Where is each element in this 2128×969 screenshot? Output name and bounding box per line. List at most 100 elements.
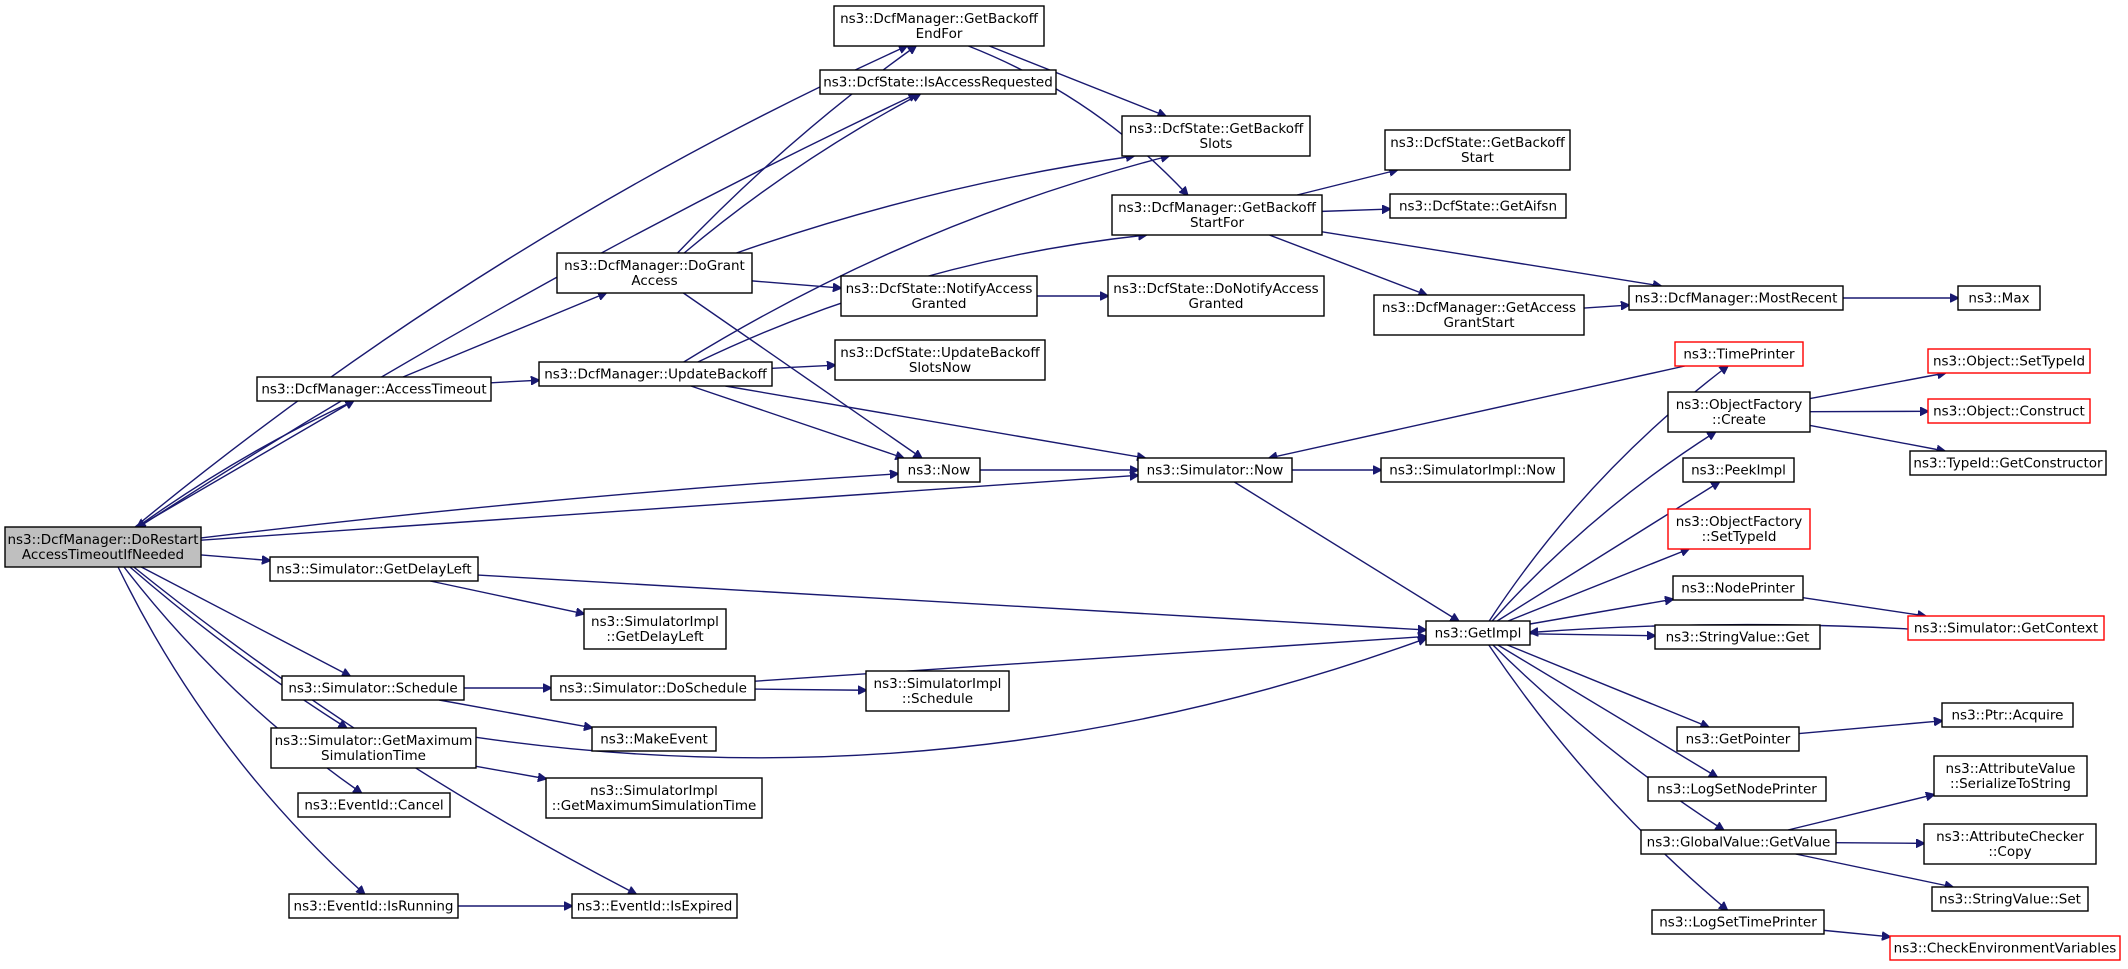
node-root[interactable]: ns3::DcfManager::DoRestartAccessTimeoutI… xyxy=(4,526,202,568)
edge-node-printer-to-simulator-get-context xyxy=(1802,597,1926,616)
node-label: ns3::TypeId::GetConstructor xyxy=(1913,456,2103,472)
edge-get-impl-to-object-factory-set-type-id xyxy=(1507,549,1689,622)
node-node-printer[interactable]: ns3::NodePrinter xyxy=(1672,575,1804,601)
node-label: ns3::GlobalValue::GetValue xyxy=(1647,835,1831,851)
edge-do-grant-access-to-now xyxy=(682,292,921,458)
edge-do-schedule-to-simulator-impl-schedule xyxy=(754,689,866,690)
node-get-pointer[interactable]: ns3::GetPointer xyxy=(1676,726,1800,752)
node-log-set-node-printer[interactable]: ns3::LogSetNodePrinter xyxy=(1647,776,1827,802)
node-simulator-impl-get-max-sim-time[interactable]: ns3::SimulatorImpl::GetMaximumSimulation… xyxy=(545,777,763,819)
node-label: ns3::SimulatorImpl xyxy=(590,783,718,799)
node-global-value-get-value[interactable]: ns3::GlobalValue::GetValue xyxy=(1640,829,1837,855)
node-label: ns3::Max xyxy=(1968,291,2029,307)
node-box xyxy=(1927,348,2091,374)
node-simulator-now[interactable]: ns3::Simulator::Now xyxy=(1137,457,1293,483)
node-serialize-to-string[interactable]: ns3::AttributeValue::SerializeToString xyxy=(1933,755,2088,797)
edge-get-impl-to-string-value-get xyxy=(1529,634,1655,636)
node-schedule[interactable]: ns3::Simulator::Schedule xyxy=(281,675,465,701)
node-box xyxy=(269,556,479,582)
edge-get-impl-to-peek-impl xyxy=(1496,482,1719,622)
node-object-construct[interactable]: ns3::Object::Construct xyxy=(1927,398,2091,424)
edge-root-to-get-delay-left xyxy=(200,554,270,561)
node-is-access-requested[interactable]: ns3::DcfState::IsAccessRequested xyxy=(819,69,1057,95)
node-label: ns3::DcfState::UpdateBackoff xyxy=(840,345,1040,361)
node-simulator-impl-now[interactable]: ns3::SimulatorImpl::Now xyxy=(1380,457,1565,483)
node-object-factory-set-type-id[interactable]: ns3::ObjectFactory::SetTypeId xyxy=(1667,508,1811,550)
node-box xyxy=(538,361,773,387)
node-label: ns3::Simulator::Now xyxy=(1147,463,1284,479)
edge-root-to-now xyxy=(200,474,898,539)
node-get-max-sim-time[interactable]: ns3::Simulator::GetMaximumSimulationTime xyxy=(270,727,477,769)
node-label: Access xyxy=(631,273,677,289)
node-label: SimulationTime xyxy=(321,748,426,764)
node-peek-impl[interactable]: ns3::PeekImpl xyxy=(1682,457,1795,483)
node-label: AccessTimeoutIfNeeded xyxy=(22,547,184,563)
node-box xyxy=(897,457,981,483)
node-box xyxy=(1425,620,1531,646)
node-event-id-is-running[interactable]: ns3::EventId::IsRunning xyxy=(288,893,459,919)
node-now[interactable]: ns3::Now xyxy=(897,457,981,483)
node-update-backoff[interactable]: ns3::DcfManager::UpdateBackoff xyxy=(538,361,773,387)
node-box xyxy=(819,69,1057,95)
node-log-set-time-printer[interactable]: ns3::LogSetTimePrinter xyxy=(1651,909,1825,935)
node-box xyxy=(4,526,202,568)
node-attribute-checker-copy[interactable]: ns3::AttributeChecker::Copy xyxy=(1923,823,2097,865)
node-do-schedule[interactable]: ns3::Simulator::DoSchedule xyxy=(550,675,756,701)
node-most-recent[interactable]: ns3::DcfManager::MostRecent xyxy=(1628,285,1844,311)
node-time-printer[interactable]: ns3::TimePrinter xyxy=(1674,341,1804,367)
node-label: ns3::StringValue::Get xyxy=(1666,630,1810,646)
node-label: ns3::Object::Construct xyxy=(1933,404,2085,420)
node-label: ns3::DcfManager::MostRecent xyxy=(1635,291,1838,307)
node-box xyxy=(1651,909,1825,935)
node-event-id-is-expired[interactable]: ns3::EventId::IsExpired xyxy=(571,893,738,919)
node-event-id-cancel[interactable]: ns3::EventId::Cancel xyxy=(297,792,451,818)
node-get-aifsn[interactable]: ns3::DcfState::GetAifsn xyxy=(1389,193,1567,219)
edge-get-backoff-start-for-to-get-backoff-start xyxy=(1296,170,1397,196)
node-label: ns3::DcfManager::GetBackoff xyxy=(1118,200,1316,216)
node-box xyxy=(1674,341,1804,367)
node-box xyxy=(1121,115,1311,157)
edge-root-to-is-access-requested xyxy=(138,94,917,528)
node-object-factory-create[interactable]: ns3::ObjectFactory::Create xyxy=(1667,391,1811,433)
node-object-set-type-id[interactable]: ns3::Object::SetTypeId xyxy=(1927,348,2091,374)
node-max[interactable]: ns3::Max xyxy=(1957,285,2041,311)
edge-do-grant-access-to-get-backoff-slots xyxy=(736,156,1134,254)
edge-get-impl-to-log-set-node-printer xyxy=(1497,644,1717,777)
edge-do-schedule-to-get-impl xyxy=(754,636,1426,682)
node-box xyxy=(1111,194,1323,236)
node-access-timeout[interactable]: ns3::DcfManager::AccessTimeout xyxy=(256,376,492,402)
node-box xyxy=(1889,935,2121,961)
node-box xyxy=(256,376,492,402)
node-box xyxy=(1909,450,2107,476)
node-box xyxy=(840,275,1038,317)
node-get-delay-left[interactable]: ns3::Simulator::GetDelayLeft xyxy=(269,556,479,582)
node-simulator-get-context[interactable]: ns3::Simulator::GetContext xyxy=(1907,615,2105,641)
node-check-env-vars[interactable]: ns3::CheckEnvironmentVariables xyxy=(1889,935,2121,961)
node-ptr-acquire[interactable]: ns3::Ptr::Acquire xyxy=(1941,702,2074,728)
node-simulator-impl-get-delay-left[interactable]: ns3::SimulatorImpl::GetDelayLeft xyxy=(583,608,727,650)
edge-get-impl-to-global-value-get-value xyxy=(1492,644,1724,830)
node-string-value-set[interactable]: ns3::StringValue::Set xyxy=(1931,886,2089,912)
node-label: ns3::DcfState::DoNotifyAccess xyxy=(1113,281,1318,297)
node-box xyxy=(1137,457,1293,483)
node-box xyxy=(550,675,756,701)
node-label: ns3::NodePrinter xyxy=(1681,581,1795,597)
node-label: StartFor xyxy=(1190,215,1245,231)
node-get-impl[interactable]: ns3::GetImpl xyxy=(1425,620,1531,646)
edge-object-factory-create-to-object-set-type-id xyxy=(1809,373,1945,400)
edge-get-backoff-start-for-to-most-recent xyxy=(1321,231,1661,286)
node-make-event[interactable]: ns3::MakeEvent xyxy=(591,726,717,752)
node-type-id-get-constructor[interactable]: ns3::TypeId::GetConstructor xyxy=(1909,450,2107,476)
node-string-value-get[interactable]: ns3::StringValue::Get xyxy=(1654,624,1821,650)
node-simulator-impl-schedule[interactable]: ns3::SimulatorImpl::Schedule xyxy=(865,670,1010,712)
